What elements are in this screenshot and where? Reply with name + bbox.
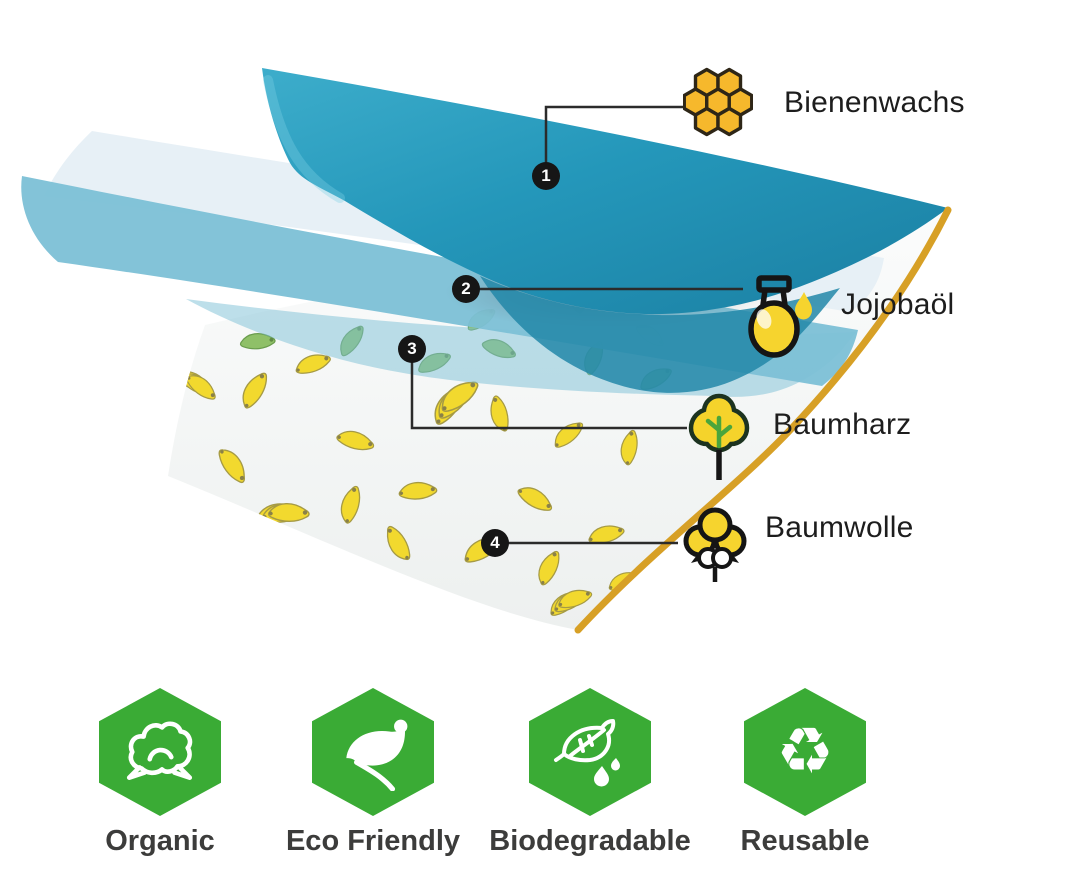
badge-label: Eco Friendly bbox=[285, 825, 461, 857]
badge-label: Biodegradable bbox=[489, 825, 691, 857]
layer-label-bienenwachs: Bienenwachs bbox=[784, 86, 965, 119]
badge-reusable: ♻ Reusable bbox=[695, 688, 915, 858]
marker-3: 3 bbox=[398, 335, 426, 363]
honeycomb-icon bbox=[682, 64, 754, 149]
leaf-icon bbox=[346, 719, 408, 791]
badge-label: Reusable bbox=[740, 825, 870, 857]
badge-biodegradable: Biodegradable bbox=[480, 688, 700, 858]
connector-line-3 bbox=[410, 355, 687, 430]
badge-label: Organic bbox=[105, 825, 215, 857]
tree-icon bbox=[684, 390, 754, 489]
gold-wax-edge bbox=[574, 206, 952, 634]
badge-hexagon bbox=[312, 688, 434, 816]
layer-label-baumwolle: Baumwolle bbox=[765, 511, 914, 544]
teal-curl-highlight bbox=[263, 75, 345, 203]
leaf-drops-icon bbox=[554, 719, 620, 787]
badge-organic: Organic bbox=[50, 688, 270, 858]
marker-1: 1 bbox=[532, 162, 560, 190]
recycle-icon: ♻ bbox=[776, 715, 834, 789]
marker-4: 4 bbox=[481, 529, 509, 557]
badge-hexagon bbox=[99, 688, 221, 816]
cotton-boll-icon bbox=[681, 505, 749, 590]
badge-eco-friendly: Eco Friendly bbox=[263, 688, 483, 858]
layer-label-baumharz: Baumharz bbox=[773, 408, 912, 441]
cotton-icon bbox=[126, 721, 193, 780]
marker-2: 2 bbox=[452, 275, 480, 303]
oil-flask-icon bbox=[744, 274, 816, 365]
badge-hexagon bbox=[529, 688, 651, 816]
badge-hexagon: ♻ bbox=[744, 688, 866, 816]
teal-sheet-curl bbox=[480, 276, 840, 393]
layer-label-jojobaoel: Jojobaöl bbox=[841, 288, 955, 321]
teal-sheet bbox=[262, 68, 948, 315]
connector-line-1 bbox=[544, 105, 685, 170]
